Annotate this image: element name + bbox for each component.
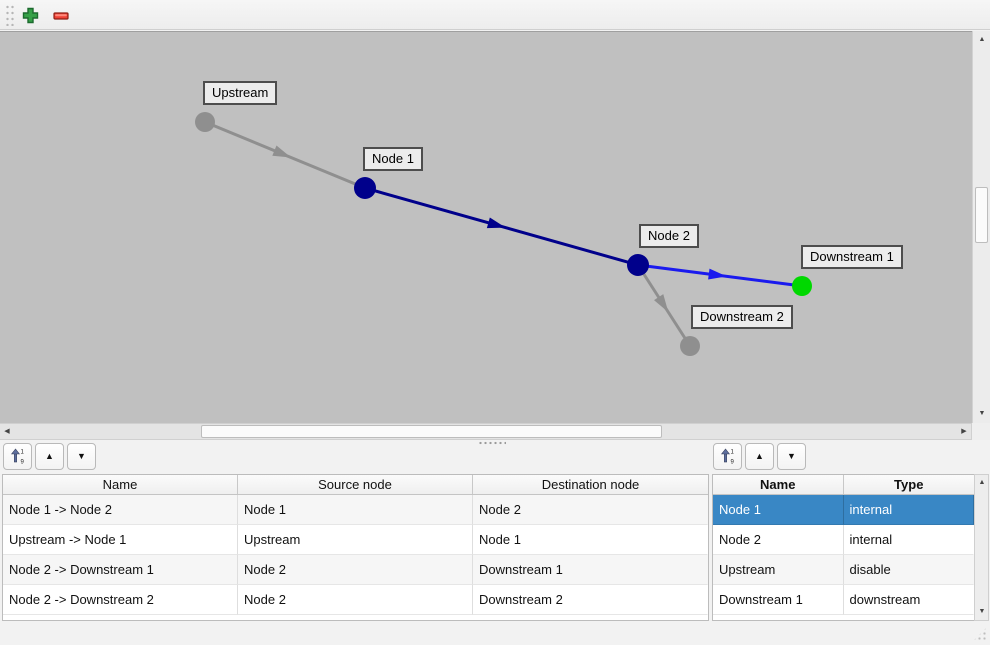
svg-text:1: 1 xyxy=(21,450,25,456)
toolbar-drag-handle[interactable] xyxy=(5,4,16,26)
nodes-sort-button[interactable]: 1 9 xyxy=(713,443,742,470)
edge-arrow-icon xyxy=(708,268,727,280)
graph-edge-upstream-to-node-1[interactable] xyxy=(204,120,366,190)
down-triangle-icon: ▼ xyxy=(787,451,796,461)
svg-text:9: 9 xyxy=(731,460,735,466)
edges-table-row[interactable]: Upstream -> Node 1 Upstream Node 1 xyxy=(3,525,708,555)
svg-text:9: 9 xyxy=(21,460,25,466)
canvas-vertical-scrollbar[interactable]: ▲ ▼ xyxy=(972,31,990,423)
node-name-cell: Node 1 xyxy=(713,495,844,525)
node-label-node-2[interactable]: Node 2 xyxy=(639,224,699,248)
canvas-vscroll-thumb[interactable] xyxy=(975,187,988,243)
node-label-downstream-2[interactable]: Downstream 2 xyxy=(691,305,793,329)
nodes-table: Name Type Node 1 internal Node 2 interna… xyxy=(712,474,975,621)
nodes-table-row[interactable]: Node 1 internal xyxy=(713,495,974,525)
column-header-name[interactable]: Name xyxy=(713,475,844,494)
nodes-move-down-button[interactable]: ▼ xyxy=(777,443,806,470)
up-triangle-icon: ▲ xyxy=(755,451,764,461)
nodes-table-vertical-scrollbar[interactable]: ▲ ▼ xyxy=(974,474,989,621)
column-header-destination-node[interactable]: Destination node xyxy=(541,477,640,492)
scroll-down-icon[interactable]: ▼ xyxy=(978,410,986,417)
graph-node-upstream[interactable] xyxy=(195,112,215,132)
edge-name-cell: Node 1 -> Node 2 xyxy=(3,495,238,525)
nodes-table-row[interactable]: Downstream 1 downstream xyxy=(713,585,974,615)
column-header-source-node[interactable]: Source node xyxy=(238,475,473,494)
edges-sort-button[interactable]: 1 9 xyxy=(3,443,32,470)
graph-edge-node-2-to-downstream-2[interactable] xyxy=(636,264,692,347)
splitter-handle-icon xyxy=(478,441,506,445)
column-header-type[interactable]: Type xyxy=(894,477,924,492)
edge-source-cell: Node 1 xyxy=(238,495,473,525)
edge-arrow-icon xyxy=(654,294,669,313)
nodes-table-row[interactable]: Node 2 internal xyxy=(713,525,974,555)
node-label-upstream[interactable]: Upstream xyxy=(203,81,278,105)
graph-edge-node-2-to-downstream-1[interactable] xyxy=(637,263,803,288)
node-type-cell: disable xyxy=(843,555,974,585)
graph-node-downstream-2[interactable] xyxy=(680,336,700,356)
node-type-cell: internal xyxy=(843,525,974,555)
edges-table-row[interactable]: Node 2 -> Downstream 1 Node 2 Downstream… xyxy=(3,555,708,585)
node-name-cell: Downstream 1 xyxy=(713,585,844,615)
node-type-cell: internal xyxy=(843,495,974,525)
nodes-table-header: Name Type xyxy=(713,475,974,495)
edge-name-cell: Node 2 -> Downstream 2 xyxy=(3,585,238,615)
scroll-up-icon[interactable]: ▲ xyxy=(978,479,986,486)
edge-arrow-icon xyxy=(272,145,292,158)
edges-table-row[interactable]: Node 1 -> Node 2 Node 1 Node 2 xyxy=(3,495,708,525)
edge-name-cell: Node 2 -> Downstream 1 xyxy=(3,555,238,585)
plus-icon xyxy=(22,7,38,23)
edge-destination-cell: Node 2 xyxy=(473,495,708,525)
up-triangle-icon: ▲ xyxy=(45,451,54,461)
pane-splitter[interactable] xyxy=(0,440,990,446)
graph-svg xyxy=(195,112,812,356)
scrollbar-corner xyxy=(972,423,990,440)
remove-button[interactable] xyxy=(50,5,72,25)
window-resize-grip[interactable] xyxy=(972,626,988,642)
nodes-move-up-button[interactable]: ▲ xyxy=(745,443,774,470)
down-triangle-icon: ▼ xyxy=(77,451,86,461)
scroll-up-icon[interactable]: ▲ xyxy=(978,36,986,43)
node-name-cell: Node 2 xyxy=(713,525,844,555)
edges-table: Name Source node Destination node Node 1… xyxy=(2,474,709,621)
nodes-table-row[interactable]: Upstream disable xyxy=(713,555,974,585)
node-type-cell: downstream xyxy=(843,585,974,615)
edges-move-down-button[interactable]: ▼ xyxy=(67,443,96,470)
scroll-down-icon[interactable]: ▼ xyxy=(978,608,986,615)
edge-source-cell: Node 2 xyxy=(238,555,473,585)
edge-name-cell: Upstream -> Node 1 xyxy=(3,525,238,555)
edges-table-header: Name Source node Destination node xyxy=(3,475,708,495)
minus-icon xyxy=(53,11,69,20)
edges-move-up-button[interactable]: ▲ xyxy=(35,443,64,470)
edges-table-row[interactable]: Node 2 -> Downstream 2 Node 2 Downstream… xyxy=(3,585,708,615)
canvas-horizontal-scrollbar[interactable]: ◀ ▶ xyxy=(0,423,972,440)
node-name-cell: Upstream xyxy=(713,555,844,585)
edge-source-cell: Node 2 xyxy=(238,585,473,615)
edge-source-cell: Upstream xyxy=(238,525,473,555)
scroll-left-icon[interactable]: ◀ xyxy=(4,428,10,435)
node-label-node-1[interactable]: Node 1 xyxy=(363,147,423,171)
node-label-downstream-1[interactable]: Downstream 1 xyxy=(801,245,903,269)
graph-node-node-1[interactable] xyxy=(354,177,376,199)
sort-ascending-icon: 1 9 xyxy=(10,448,25,465)
edge-destination-cell: Downstream 2 xyxy=(473,585,708,615)
graph-node-node-2[interactable] xyxy=(627,254,649,276)
canvas-hscroll-thumb[interactable] xyxy=(201,425,662,438)
sort-ascending-icon: 1 9 xyxy=(720,448,735,465)
edge-destination-cell: Node 1 xyxy=(473,525,708,555)
graph-node-downstream-1[interactable] xyxy=(792,276,812,296)
edge-arrow-icon xyxy=(486,217,506,229)
scroll-right-icon[interactable]: ▶ xyxy=(961,428,967,435)
column-header-name[interactable]: Name xyxy=(3,475,238,494)
edge-destination-cell: Downstream 1 xyxy=(473,555,708,585)
add-button[interactable] xyxy=(19,5,41,25)
svg-text:1: 1 xyxy=(731,450,735,456)
main-toolbar xyxy=(0,0,990,30)
graph-edge-node-1-to-node-2[interactable] xyxy=(364,186,639,267)
